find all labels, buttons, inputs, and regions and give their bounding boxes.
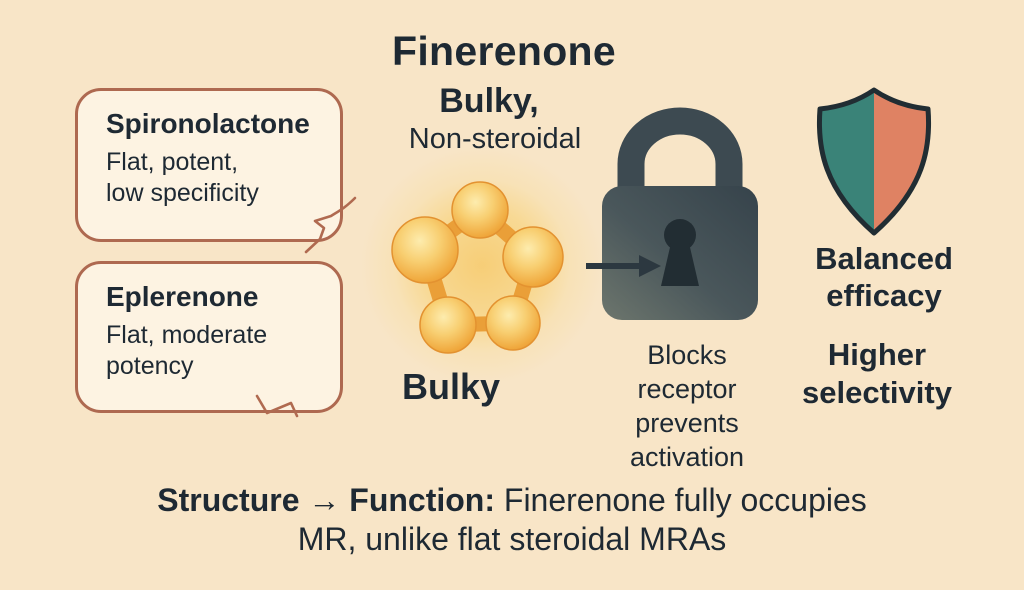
shield-icon	[816, 87, 932, 236]
caption-line: selectivity	[802, 375, 952, 410]
crack-doodle-icon	[304, 196, 357, 254]
drug-description: Flat, moderate potency	[106, 320, 314, 382]
shield-caption-higher-selectivity: Higher selectivity	[802, 336, 952, 412]
shield-caption-balanced-efficacy: Balanced efficacy	[815, 240, 953, 314]
card-eplerenone: Eplerenone Flat, moderate potency	[75, 261, 343, 413]
molecule-label: Bulky	[401, 366, 501, 407]
description-line: Flat, moderate	[106, 321, 268, 349]
subtitle-bulky: Bulky,	[439, 82, 539, 120]
description-line: Flat, potent,	[106, 148, 239, 176]
lock-icon	[602, 107, 758, 320]
lock-caption-line: Blocks	[647, 340, 727, 370]
caption-line: Higher	[827, 337, 927, 372]
footer-line-1: Structure → Function: Finerenone fully o…	[157, 481, 867, 520]
lock-caption: Blocks receptor prevents activation	[630, 338, 744, 474]
page-title: Finerenone	[392, 28, 616, 74]
drug-name: Spironolactone	[106, 108, 310, 139]
drug-name: Eplerenone	[106, 281, 259, 312]
lock-caption-line: receptor	[637, 374, 737, 404]
caption-line: Balanced	[815, 241, 953, 276]
lock-caption-line: activation	[629, 442, 745, 472]
footer-takeaway: Structure → Function: Finerenone fully o…	[157, 481, 867, 559]
arrow-right-icon	[586, 255, 661, 277]
card-spironolactone: Spironolactone Flat, potent, low specifi…	[75, 88, 343, 242]
description-line: low specificity	[106, 179, 259, 207]
footer-lead: Structure → Function:	[157, 482, 495, 518]
crack-doodle-icon	[255, 394, 299, 418]
footer-line-2: MR, unlike flat steroidal MRAs	[297, 521, 727, 557]
drug-description: Flat, potent, low specificity	[106, 147, 314, 209]
lock-caption-line: prevents	[635, 408, 739, 438]
description-line: potency	[106, 352, 194, 380]
molecule-icon	[391, 181, 564, 354]
footer-rest: Finerenone fully occupies	[495, 482, 867, 518]
caption-line: efficacy	[826, 278, 942, 313]
